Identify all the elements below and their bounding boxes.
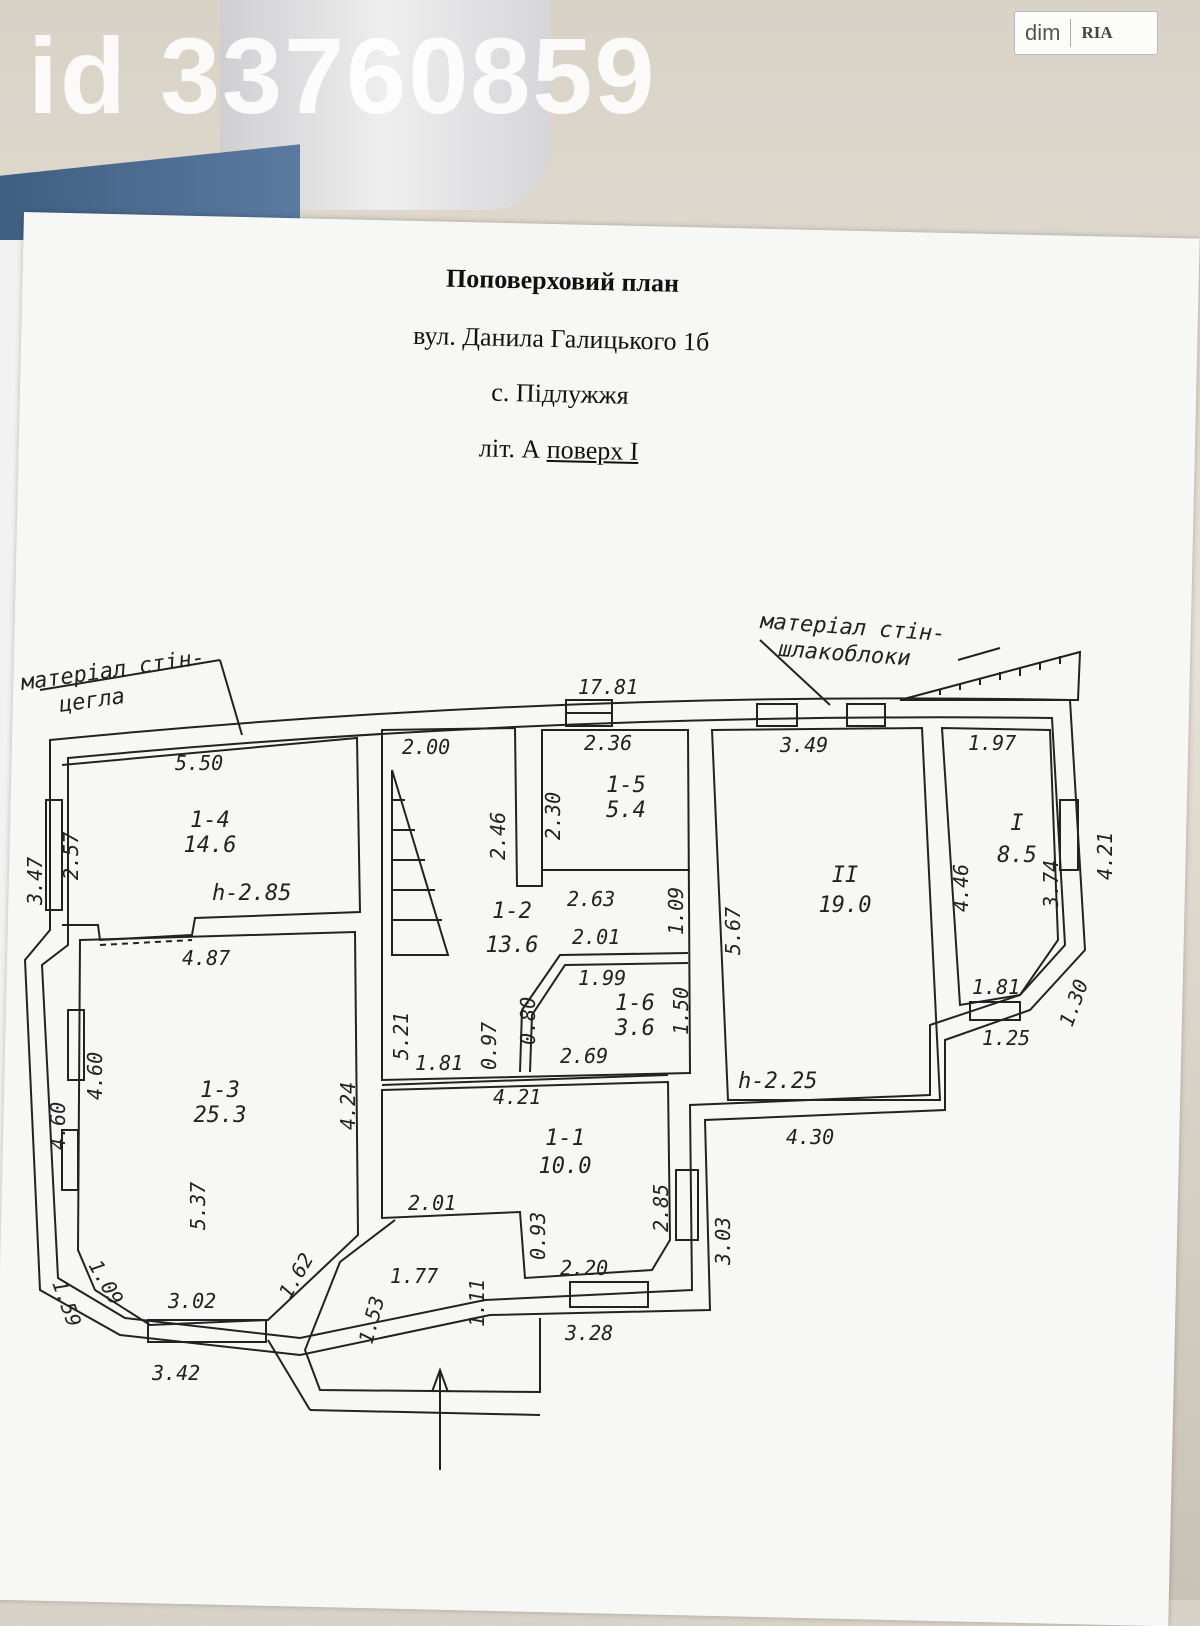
dimension-label: 1.62 bbox=[274, 1249, 319, 1303]
dimension-label: 5.21 bbox=[389, 1012, 413, 1060]
room-area: 25.3 bbox=[194, 1103, 247, 1128]
brand-ria-text: RIA bbox=[1081, 23, 1113, 42]
room-id: II bbox=[832, 863, 859, 888]
room-area: 3.6 bbox=[614, 1016, 655, 1041]
dimension-label: 3.42 bbox=[151, 1361, 200, 1385]
dimension-label: 2.46 bbox=[486, 812, 510, 860]
dimension-label: 4.24 bbox=[336, 1082, 360, 1130]
dimension-label: 3.49 bbox=[779, 733, 828, 757]
dimension-label: 1.97 bbox=[968, 731, 1016, 755]
dimension-label: 1.81 bbox=[415, 1051, 463, 1075]
dimension-label: 1.50 bbox=[669, 987, 693, 1035]
room-id: 1-4 bbox=[190, 808, 230, 833]
dimension-label: 0.80 bbox=[516, 997, 540, 1045]
dimension-label: 4.21 bbox=[1093, 832, 1117, 880]
dimension-label: 5.67 bbox=[721, 907, 745, 955]
dimension-label: 5.37 bbox=[186, 1182, 210, 1230]
room-id: 1-2 bbox=[492, 899, 532, 924]
brand-dim-text: dim bbox=[1025, 20, 1061, 45]
dimension-label: 0.97 bbox=[477, 1022, 501, 1070]
dimension-label: 1.30 bbox=[1054, 976, 1093, 1029]
room-id: 1-6 bbox=[615, 991, 655, 1016]
room-id: 1-5 bbox=[606, 773, 646, 798]
dimension-label: 2.85 bbox=[649, 1184, 673, 1232]
room-area: 13.6 bbox=[486, 933, 539, 958]
room-id: I bbox=[1010, 811, 1023, 836]
dimension-label: 1.99 bbox=[578, 966, 626, 990]
dimension-label: 3.28 bbox=[564, 1321, 613, 1345]
room-area: 19.0 bbox=[819, 893, 872, 918]
dimension-label: 2.30 bbox=[541, 792, 565, 840]
dimension-label: 2.01 bbox=[408, 1191, 456, 1215]
dimension-label: 1.11 bbox=[465, 1279, 489, 1327]
dimension-label: 2.63 bbox=[567, 887, 615, 911]
dimension-label: 3.74 bbox=[1039, 860, 1063, 909]
dimension-label: 4.60 bbox=[46, 1102, 70, 1150]
room-id: 1-3 bbox=[200, 1078, 240, 1103]
dimension-label: 4.30 bbox=[786, 1125, 834, 1149]
dimension-label: 2.20 bbox=[560, 1256, 608, 1280]
walls bbox=[23, 639, 1087, 1470]
dimension-label: 2.57 bbox=[59, 832, 83, 880]
dimension-label: 1.09 bbox=[664, 887, 688, 935]
dimension-label: 17.81 bbox=[578, 675, 638, 699]
room-area: 14.6 bbox=[184, 833, 237, 858]
dimension-label: 5.50 bbox=[175, 751, 223, 775]
dimension-label: 1.25 bbox=[982, 1026, 1030, 1050]
dimension-label: 4.87 bbox=[182, 946, 230, 970]
dimension-label: 2.36 bbox=[584, 731, 632, 755]
ceiling-height-label: h-2.85 bbox=[212, 881, 291, 906]
dimension-label: 4.46 bbox=[949, 864, 973, 912]
dim-ria-logo: dim RIA bbox=[1014, 11, 1158, 55]
listing-id-watermark: id 33760859 bbox=[28, 15, 657, 136]
room-area: 10.0 bbox=[539, 1154, 592, 1179]
dimension-label: 0.93 bbox=[526, 1212, 550, 1260]
dimension-label: 1.09 bbox=[84, 1256, 129, 1310]
dimension-label: 1.77 bbox=[390, 1264, 438, 1288]
dimension-label: 3.02 bbox=[167, 1289, 216, 1313]
dimension-label: 4.60 bbox=[83, 1052, 107, 1100]
dimension-label: 4.21 bbox=[493, 1085, 541, 1109]
room-area: 8.5 bbox=[997, 843, 1037, 868]
dimension-label: 3.47 bbox=[23, 857, 47, 906]
dimension-label: 2.00 bbox=[402, 735, 450, 759]
dimension-label: 2.69 bbox=[560, 1044, 608, 1068]
dimension-label: 3.03 bbox=[711, 1217, 735, 1266]
room-area: 5.4 bbox=[606, 798, 646, 823]
dimension-label: 1.81 bbox=[972, 975, 1020, 999]
ceiling-height-label: h-2.25 bbox=[738, 1069, 817, 1094]
dimension-label: 2.01 bbox=[572, 925, 620, 949]
brand-divider bbox=[1070, 19, 1072, 47]
dimension-label: 1.59 bbox=[47, 1277, 86, 1330]
room-id: 1-1 bbox=[545, 1126, 585, 1151]
